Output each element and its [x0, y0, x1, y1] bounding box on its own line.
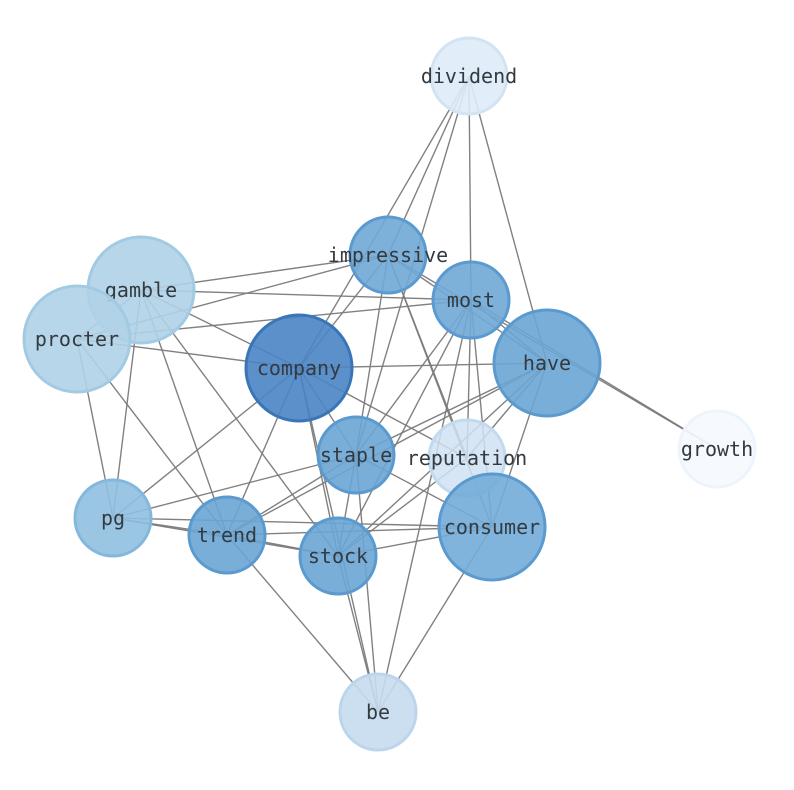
node-label-reputation: reputation [407, 446, 527, 470]
node-pg: pg [73, 478, 153, 558]
node-be: be [338, 672, 418, 752]
edge-gamble-most [140, 289, 472, 301]
node-growth: growth [677, 409, 757, 489]
edge-staple-be [355, 454, 379, 713]
node-circle-staple [316, 415, 396, 495]
node-circle-stock [298, 516, 378, 596]
node-circle-consumer [437, 472, 547, 582]
node-trend: trend [187, 495, 267, 575]
node-label-growth: growth [681, 437, 753, 461]
node-label-dividend: dividend [421, 64, 517, 88]
node-procter: procter [22, 284, 132, 394]
node-circle-have [492, 308, 602, 418]
node-label-company: company [257, 356, 341, 380]
node-label-stock: stock [308, 544, 368, 568]
node-label-have: have [523, 351, 571, 375]
node-label-pg: pg [101, 506, 125, 530]
edge-gamble-stock [140, 289, 339, 557]
node-circle-impressive [348, 215, 428, 295]
node-circle-procter [22, 284, 132, 394]
node-circle-company [244, 313, 354, 423]
node-label-most: most [447, 288, 495, 312]
node-circle-pg [73, 478, 153, 558]
node-circle-most [431, 260, 511, 340]
node-label-impressive: impressive [328, 243, 448, 267]
node-stock: stock [298, 516, 378, 596]
edge-most-stock [337, 299, 472, 557]
node-label-staple: staple [320, 443, 392, 467]
node-label-procter: procter [35, 327, 119, 351]
node-impressive: impressive [328, 215, 448, 295]
node-circle-dividend [429, 36, 509, 116]
node-layer: dividend impressive gamble most procter compa… [22, 36, 757, 752]
node-label-trend: trend [197, 523, 257, 547]
node-staple: staple [316, 415, 396, 495]
node-label-gamble: gamble [105, 278, 177, 302]
node-label-consumer: consumer [444, 515, 540, 539]
edge-layer [76, 75, 718, 713]
node-company: company [244, 313, 354, 423]
edge-most-be [377, 299, 472, 713]
node-circle-trend [187, 495, 267, 575]
node-dividend: dividend [421, 36, 517, 116]
node-circle-be [338, 672, 418, 752]
node-have: have [492, 308, 602, 418]
node-circle-growth [677, 409, 757, 489]
node-consumer: consumer [437, 472, 547, 582]
node-most: most [431, 260, 511, 340]
node-label-be: be [366, 700, 390, 724]
edge-pg-consumer [112, 517, 493, 528]
edge-staple-pg [112, 454, 357, 519]
